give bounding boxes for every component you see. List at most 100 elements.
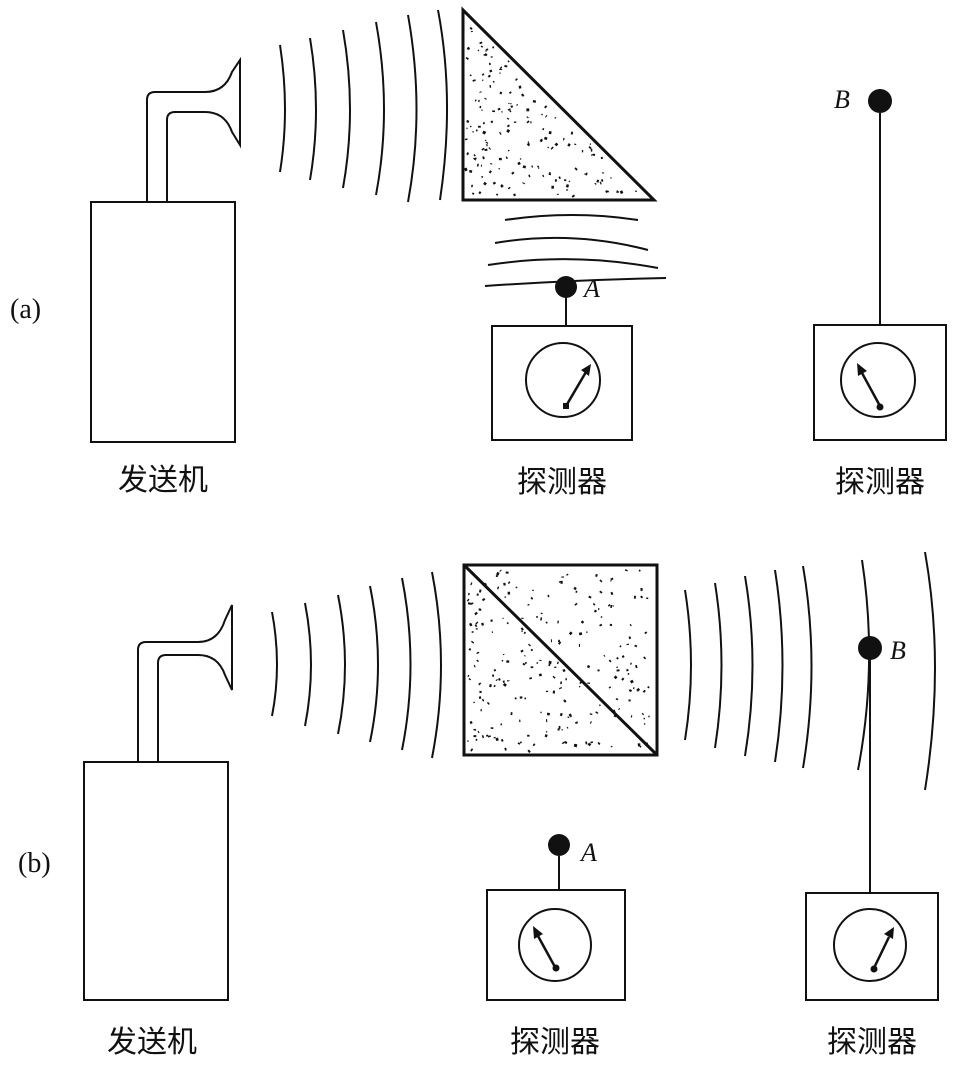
speckle: [489, 684, 492, 688]
speckle: [481, 147, 485, 151]
speckle: [479, 91, 482, 93]
speckle: [540, 711, 542, 714]
horn-b-icon: [137, 604, 233, 762]
panel-a: (a) 发送机: [10, 6, 947, 500]
speckle: [476, 163, 479, 167]
speckle: [509, 109, 512, 113]
speckle: [472, 130, 474, 133]
needle-b1: [860, 372, 882, 407]
speckle: [473, 735, 477, 738]
speckle: [643, 722, 646, 725]
speckle: [502, 682, 507, 687]
speckle: [468, 648, 472, 651]
probe-b1: [868, 89, 892, 113]
speckle: [593, 153, 596, 156]
speckle: [490, 727, 494, 730]
speckle: [531, 589, 534, 591]
speckle: [586, 664, 591, 669]
speckle: [544, 734, 548, 738]
speckle: [522, 662, 526, 666]
speckle: [523, 631, 526, 635]
speckle: [515, 78, 518, 81]
speckle: [487, 735, 491, 738]
wave-arc: [342, 29, 351, 189]
speckle: [613, 675, 618, 680]
prism-b-diagonal: [462, 563, 659, 757]
speckle: [472, 79, 476, 82]
speckle: [599, 579, 603, 583]
speckle: [530, 648, 533, 652]
speckle: [563, 179, 567, 182]
gauge-a1-icon: [525, 342, 601, 418]
speckle: [562, 137, 565, 141]
speckle: [590, 741, 594, 744]
speckle: [470, 602, 474, 605]
speckle: [640, 588, 643, 591]
wave-arc: [279, 44, 286, 173]
speckle: [561, 729, 563, 731]
speckle: [585, 631, 588, 634]
speckle: [478, 191, 482, 195]
speckle: [480, 164, 483, 167]
speckle: [484, 139, 487, 142]
speckle: [646, 597, 649, 600]
speckle: [475, 129, 478, 132]
speckle: [519, 696, 523, 699]
speckle: [479, 41, 483, 45]
speckle: [599, 590, 603, 594]
speckle: [497, 107, 501, 111]
speckle: [621, 655, 625, 659]
speckle: [485, 48, 487, 52]
speckle: [473, 664, 476, 668]
speckle: [629, 623, 632, 627]
speckle: [507, 680, 510, 682]
speckle: [590, 148, 593, 152]
speckle: [610, 577, 614, 581]
speckle: [581, 150, 584, 153]
speckle: [510, 712, 513, 716]
speckle: [590, 153, 594, 156]
speckle: [477, 730, 480, 734]
speckle: [471, 192, 475, 195]
speckle: [527, 749, 531, 754]
speckle: [520, 649, 524, 653]
speckle: [467, 602, 471, 605]
speckle: [538, 673, 542, 677]
needle-a1: [564, 371, 588, 407]
speckle: [497, 586, 500, 590]
speckle: [481, 698, 485, 702]
speckle: [468, 592, 470, 596]
speckle: [470, 582, 473, 586]
speckle: [495, 575, 498, 578]
speckle: [470, 640, 475, 644]
speckle: [592, 602, 596, 606]
speckle: [632, 687, 635, 690]
speckle: [496, 571, 500, 576]
speckle: [547, 594, 550, 598]
probe-b2: [858, 636, 882, 660]
speckle: [600, 616, 603, 618]
speckle: [524, 661, 528, 665]
waves-a-incoming: [279, 9, 448, 203]
speckle: [521, 630, 523, 633]
speckle: [518, 85, 522, 89]
speckle: [552, 690, 556, 694]
speckle: [644, 631, 648, 635]
speckle: [626, 643, 630, 646]
speckle: [479, 690, 483, 694]
speckle: [489, 163, 493, 165]
speckle: [566, 726, 569, 729]
speckle: [493, 736, 496, 739]
wave-arc: [744, 575, 754, 757]
speckle: [514, 697, 517, 700]
speckle: [610, 591, 614, 596]
speckle: [469, 26, 473, 31]
speckle: [476, 659, 479, 663]
speckle: [508, 91, 512, 94]
speckle: [545, 730, 548, 733]
speckle: [554, 666, 557, 669]
wave-arc: [375, 21, 385, 196]
speckle: [486, 701, 490, 705]
speckle: [573, 586, 577, 591]
speckle: [499, 569, 502, 573]
